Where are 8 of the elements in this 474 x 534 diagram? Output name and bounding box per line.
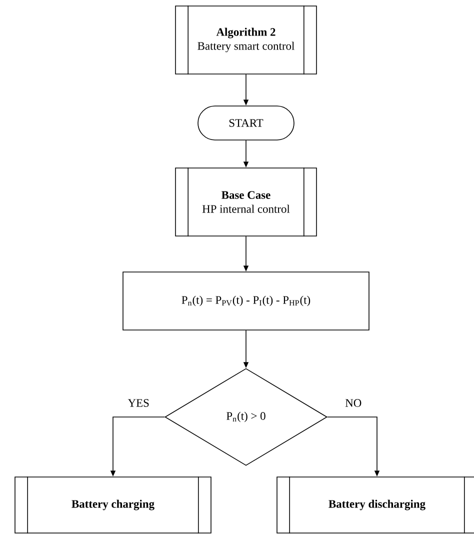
process-box: P$_{n}$(t) = P$_{PV}$(t) - P$_{I}$(t) - P$_{HP}$(t) bbox=[122, 272, 370, 330]
terminal-pill: START bbox=[198, 106, 294, 140]
edge-label: YES bbox=[126, 398, 150, 408]
process-box: Algorithm 2 Battery smart control bbox=[175, 5, 317, 75]
process-box: Base Case HP internal control bbox=[175, 167, 317, 237]
process-box: Battery charging bbox=[14, 476, 212, 534]
process-box: Battery discharging bbox=[276, 476, 474, 534]
edge-label: NO bbox=[344, 398, 363, 408]
